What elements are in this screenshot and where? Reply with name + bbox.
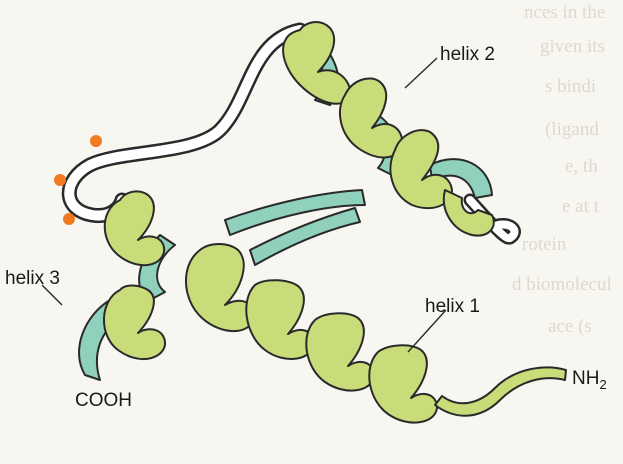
nh2-label: NH2 xyxy=(572,368,607,392)
ghost-line: e, th xyxy=(565,156,598,177)
nh2-subscript: 2 xyxy=(599,377,606,392)
helix-2-label: helix 2 xyxy=(440,44,495,65)
ghost-line: e at t xyxy=(562,196,600,217)
binding-dot xyxy=(54,174,66,186)
cooh-label: COOH xyxy=(75,390,132,411)
helix-3-label: helix 3 xyxy=(5,268,60,289)
ghost-text-group: nces in the given its s bindi (ligand e,… xyxy=(512,2,612,337)
ghost-line: given its xyxy=(540,36,605,57)
binding-dot xyxy=(63,213,75,225)
ghost-line: d biomolecul xyxy=(512,274,612,295)
helix-1-label: helix 1 xyxy=(425,296,480,317)
ghost-line: rotein xyxy=(522,234,567,255)
ghost-line: (ligand xyxy=(545,119,599,140)
nh2-base: NH xyxy=(572,368,599,389)
ghost-line: nces in the xyxy=(524,2,605,23)
helix-2-leader xyxy=(405,58,437,88)
ghost-line: ace (s xyxy=(548,316,592,337)
binding-dot xyxy=(90,135,102,147)
ghost-line: s bindi xyxy=(545,76,596,97)
